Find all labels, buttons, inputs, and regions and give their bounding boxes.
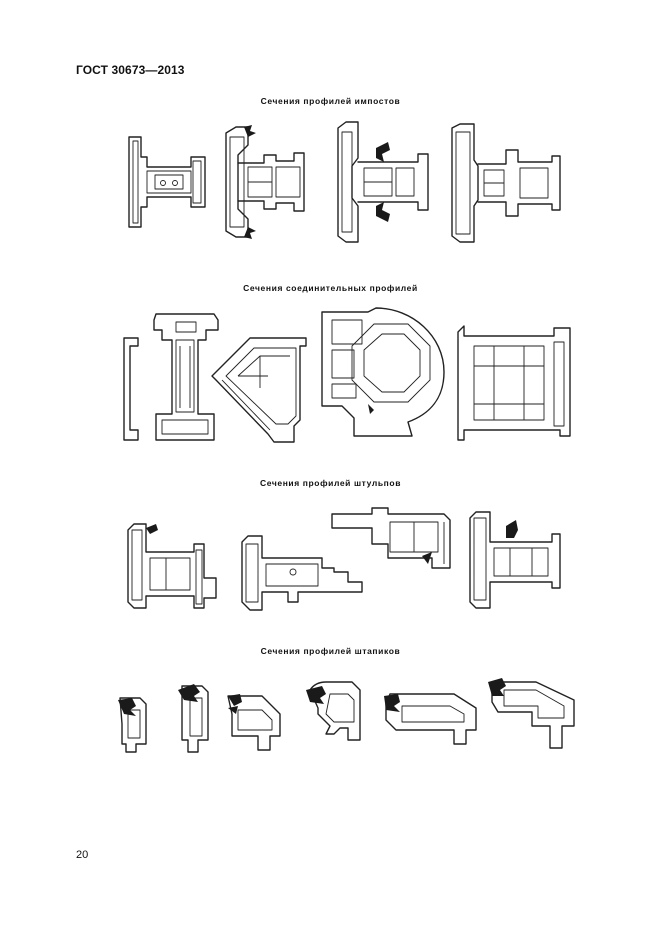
mullion-profile-2	[214, 125, 320, 239]
bead-profile-4	[306, 678, 364, 746]
mullion-profile-3	[330, 118, 436, 246]
section-caption-bead: Сечения профилей штапиков	[260, 646, 401, 656]
connector-profile-1	[118, 312, 222, 444]
bead-profile-2	[178, 684, 214, 756]
section-caption-connector: Сечения соединительных профилей	[243, 283, 418, 293]
shtulp-profile-1	[120, 520, 224, 612]
mullion-profile-4	[444, 120, 564, 246]
connector-profile-2	[208, 326, 312, 444]
document-code: ГОСТ 30673—2013	[76, 63, 185, 77]
connector-profile-3	[312, 306, 452, 444]
bead-profile-5	[384, 690, 480, 752]
section-caption-mullion: Сечения профилей импостов	[260, 96, 401, 106]
shtulp-profile-3	[328, 504, 456, 574]
mullion-profile-1	[125, 133, 211, 231]
connector-profile-4	[454, 322, 574, 444]
section-caption-shtulp: Сечения профилей штульпов	[259, 478, 402, 488]
bead-profile-6	[488, 678, 580, 752]
bead-profile-3	[222, 694, 284, 756]
bead-profile-1	[118, 690, 150, 756]
shtulp-profile-2	[238, 532, 374, 614]
shtulp-profile-4	[466, 508, 570, 612]
page-number: 20	[76, 849, 89, 861]
